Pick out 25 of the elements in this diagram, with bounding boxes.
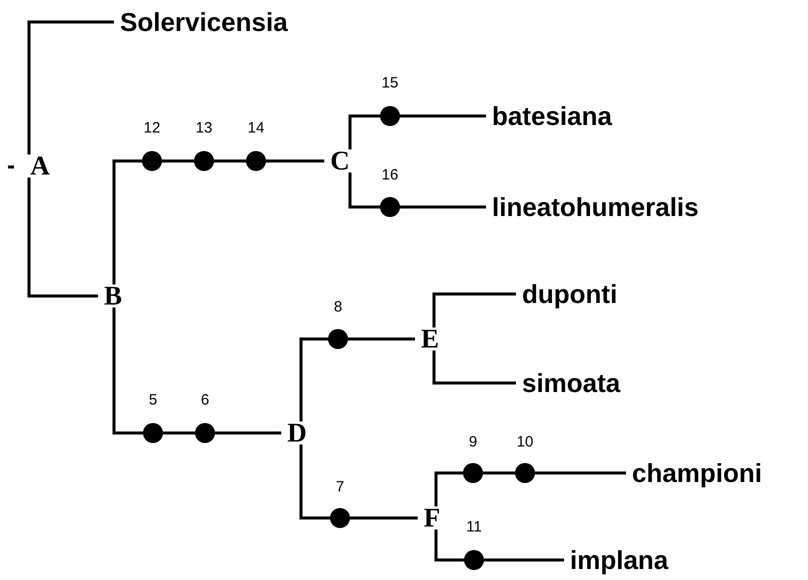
character-number: 10 bbox=[516, 434, 534, 450]
character-number: 8 bbox=[334, 300, 342, 314]
taxon-name: batesiana bbox=[492, 103, 612, 129]
taxon-name: duponti bbox=[522, 281, 618, 307]
character-number: 12 bbox=[144, 120, 160, 136]
character-number: 7 bbox=[336, 480, 344, 494]
clade-label: A bbox=[30, 152, 50, 180]
character-number: 14 bbox=[248, 120, 264, 136]
taxon-name: lineatohumeralis bbox=[492, 194, 699, 220]
character-number: 6 bbox=[200, 392, 210, 408]
taxon-name: simoata bbox=[522, 370, 620, 396]
character-number: 11 bbox=[466, 520, 482, 534]
clade-label: F bbox=[424, 504, 440, 532]
character-number: 5 bbox=[148, 392, 158, 408]
clade-label: B bbox=[104, 282, 122, 310]
character-number: 16 bbox=[382, 168, 398, 182]
character-number: 15 bbox=[382, 76, 398, 90]
taxon-name: implana bbox=[570, 547, 668, 573]
taxon-name: championi bbox=[632, 460, 762, 486]
taxon-name: Solervicensia bbox=[120, 9, 288, 35]
clade-label: E bbox=[421, 326, 439, 352]
clade-label: C bbox=[330, 148, 350, 174]
clade-label: D bbox=[287, 420, 307, 446]
character-number: 9 bbox=[468, 434, 478, 450]
character-number: 13 bbox=[196, 120, 212, 136]
